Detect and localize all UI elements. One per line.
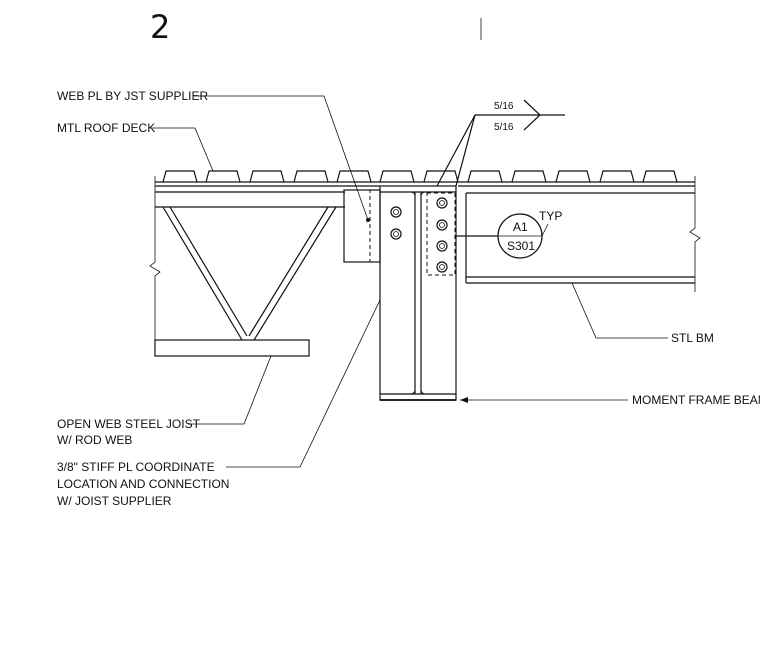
stiffener-plate (426, 192, 456, 276)
weld-size-bottom: 5/16 (494, 122, 514, 133)
label-stiff-pl-line1: 3/8" STIFF PL COORDINATE (57, 460, 215, 474)
steel-beam (458, 176, 701, 292)
leader-stl-bm (571, 282, 668, 339)
label-mtl-roof-deck: MTL ROOF DECK (57, 121, 155, 135)
leader-joist (188, 355, 272, 425)
weld-symbol: 5/16 5/16 (436, 99, 565, 187)
weld-size-top: 5/16 (494, 101, 514, 112)
metal-roof-deck (155, 170, 695, 183)
joist-bolts (390, 206, 402, 240)
reference-sheet: S301 (507, 239, 535, 253)
typ-label: TYP (539, 209, 562, 223)
open-web-steel-joist (149, 176, 380, 357)
beam-bolts (436, 197, 448, 273)
reference-detail-id: A1 (513, 220, 528, 234)
moment-frame-beam (379, 185, 457, 401)
stiffener-plate-left (369, 189, 381, 263)
leader-web-pl (194, 95, 369, 221)
detail-number: 2 (150, 8, 170, 46)
web-plate (343, 189, 381, 263)
leader-mtl-roof-deck (151, 127, 214, 172)
detail-reference-bubble: A1 S301 TYP (456, 209, 562, 259)
label-stiff-pl-line2: LOCATION AND CONNECTION (57, 477, 229, 491)
label-joist-line1: OPEN WEB STEEL JOIST (57, 417, 201, 431)
leader-stiff-pl (226, 299, 381, 468)
label-stiff-pl-line3: W/ JOIST SUPPLIER (57, 494, 172, 508)
label-joist-line2: W/ ROD WEB (57, 433, 132, 447)
label-moment-frame-beam: MOMENT FRAME BEAM (632, 393, 760, 407)
arrowhead-moment-frame-beam (460, 397, 468, 403)
label-web-pl: WEB PL BY JST SUPPLIER (57, 89, 209, 103)
label-stl-bm: STL BM (671, 331, 714, 345)
